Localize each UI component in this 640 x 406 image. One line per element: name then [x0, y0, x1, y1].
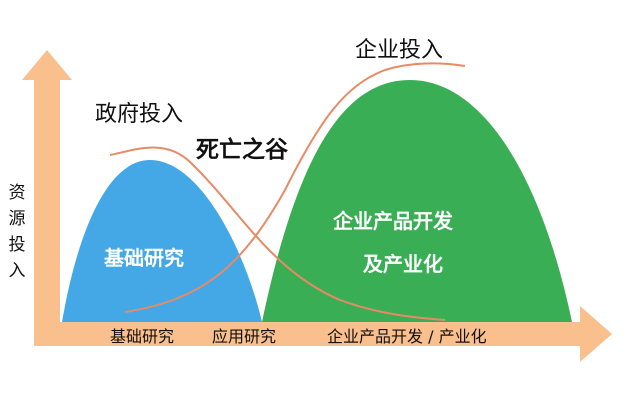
- product-development-label-line2: 及产业化: [363, 252, 443, 276]
- product-development-label-line1: 企业产品开发: [333, 209, 453, 233]
- y-axis-arrow: [22, 50, 72, 338]
- y-label-char: 入: [8, 261, 26, 281]
- x-axis-stage-product-development: 企业产品开发 / 产业化: [327, 327, 487, 346]
- y-label-char: 资: [8, 183, 26, 203]
- y-label-char: 投: [8, 235, 26, 255]
- resource-investment-label: 资 源 投 入: [4, 180, 30, 284]
- y-label-char: 源: [8, 209, 26, 229]
- x-axis-arrow: [34, 306, 612, 362]
- x-axis-stage-basic-research: 基础研究: [110, 327, 175, 346]
- enterprise-investment-curve: [124, 62, 466, 313]
- basic-research-hill-label: 基础研究: [104, 246, 184, 270]
- government-investment-curve: [109, 146, 446, 321]
- basic-research-hill: [62, 160, 262, 322]
- government-investment-label: 政府投入: [95, 102, 184, 127]
- product-development-hill: [262, 80, 572, 322]
- x-axis-stage-applied-research: 应用研究: [212, 327, 277, 346]
- enterprise-investment-label: 企业投入: [355, 38, 444, 63]
- valley-of-death-label: 死亡之谷: [196, 137, 288, 163]
